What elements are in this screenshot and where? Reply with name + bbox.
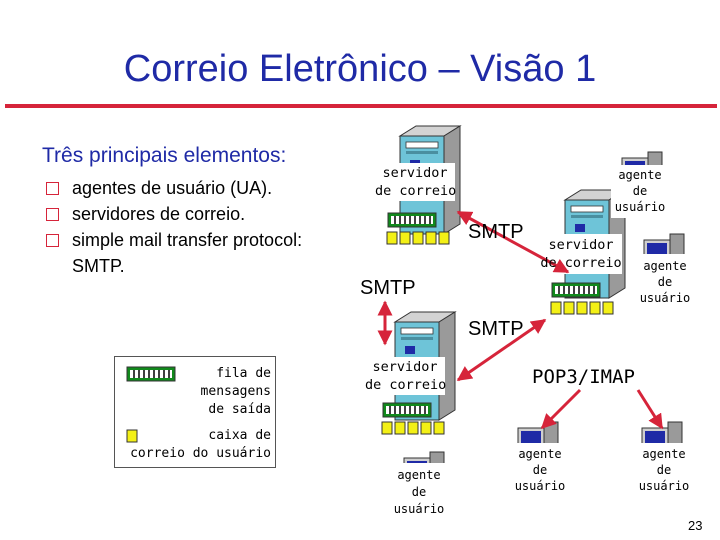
bullet-list: agentes de usuário (UA). servidores de c… xyxy=(46,176,302,278)
user-mailboxes xyxy=(386,231,450,245)
slide-title: Correio Eletrônico – Visão 1 xyxy=(123,48,597,90)
server-label-box xyxy=(365,357,445,395)
user-mailboxes xyxy=(550,301,614,315)
smtp-label: SMTP xyxy=(468,221,524,243)
user-mailbox-icon xyxy=(126,429,138,443)
user-agent-label: agente de usuário xyxy=(614,168,666,214)
access-arrow xyxy=(636,389,664,430)
smtp-label: SMTP xyxy=(468,318,524,340)
server-label: servidor de correio xyxy=(375,165,457,199)
legend-mailbox-label: caixa de correio do usuário xyxy=(130,428,271,461)
section-heading: Três principais elementos: xyxy=(42,144,287,167)
bullet-item: simple mail transfer protocol: xyxy=(46,228,302,254)
outgoing-message-queue xyxy=(382,402,432,418)
server-label: servidor de correio xyxy=(365,359,447,393)
bullet-item: agentes de usuário (UA). xyxy=(46,176,302,202)
user-mailboxes xyxy=(381,421,445,435)
smtp-arrow xyxy=(456,318,547,382)
user-agent-label-box xyxy=(510,443,570,497)
server-label: servidor de correio xyxy=(540,237,622,271)
bullet-continuation: SMTP. xyxy=(72,256,125,276)
smtp-label: SMTP xyxy=(360,277,416,299)
server-label-box xyxy=(375,163,455,201)
user-agent-label-box xyxy=(634,254,696,308)
user-agent-label: agente de usuário xyxy=(393,468,445,516)
user-agent-label-box xyxy=(634,443,694,497)
smtp-arrow xyxy=(456,210,570,274)
legend-box: fila de mensagens de saída caixa de corr… xyxy=(114,356,276,468)
user-agent-label: agente de usuário xyxy=(639,259,691,305)
bullet-item: servidores de correio. xyxy=(46,202,302,228)
user-agent-label: agente de usuário xyxy=(638,447,690,493)
pop3-imap-label: POP3/IMAP xyxy=(532,366,635,388)
checkbox-bullet-icon xyxy=(46,208,59,221)
title-underline xyxy=(5,104,717,108)
page-number: 23 xyxy=(688,518,703,533)
outgoing-message-queue xyxy=(387,212,437,228)
checkbox-bullet-icon xyxy=(46,182,59,195)
user-agent-label-box xyxy=(611,165,669,218)
access-arrow xyxy=(540,388,582,430)
legend-queue-label: fila de mensagens de saída xyxy=(200,366,271,417)
outgoing-message-queue xyxy=(551,282,601,298)
user-agent-label: agente de usuário xyxy=(514,447,566,493)
user-agent-label-box xyxy=(390,463,448,519)
checkbox-bullet-icon xyxy=(46,234,59,247)
